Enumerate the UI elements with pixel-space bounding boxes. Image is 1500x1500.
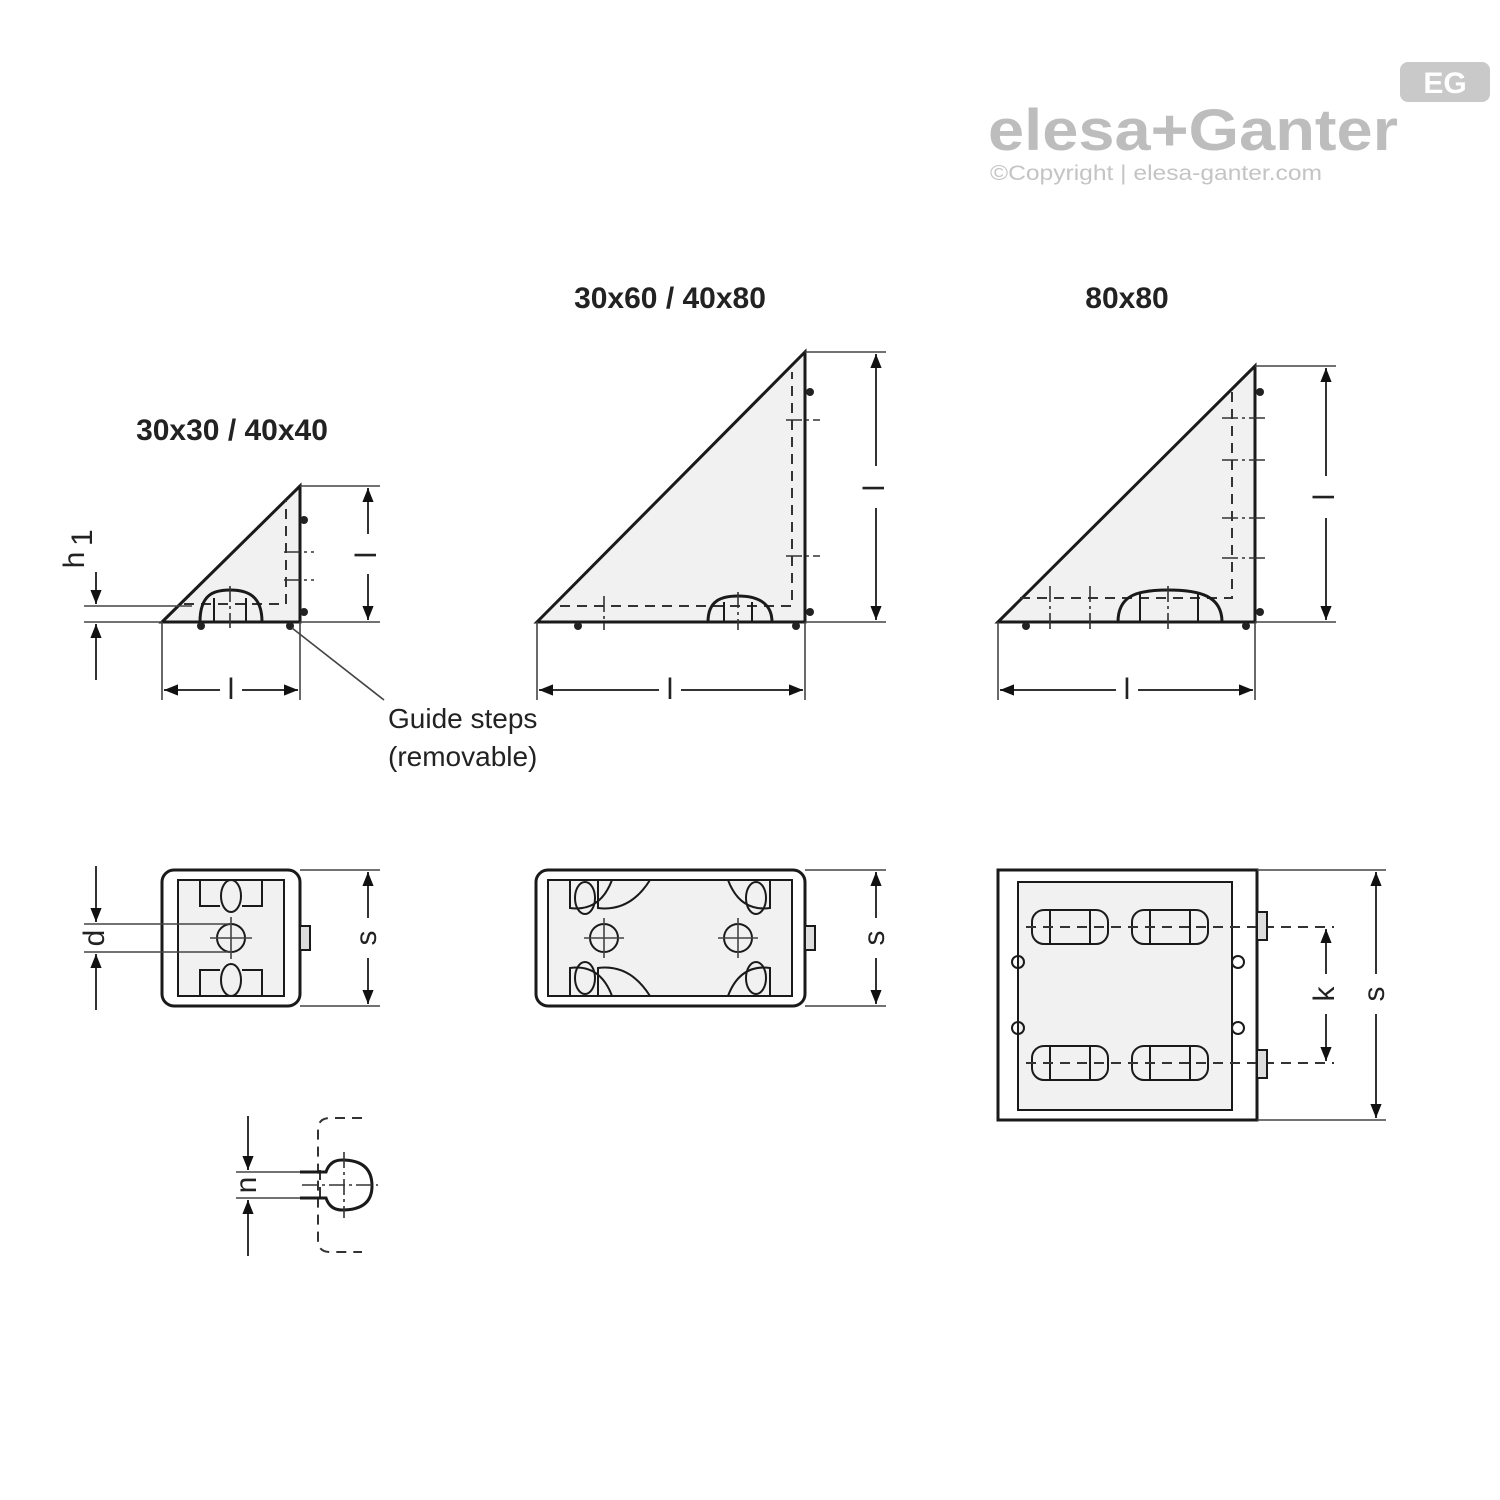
logo-badge-text: EG (1423, 67, 1466, 100)
view-title-medium: 30x60 / 40x80 (574, 282, 766, 315)
guide-steps-label-line1: Guide steps (388, 703, 537, 734)
dim-large-height-label: l (1308, 494, 1341, 501)
dim-large-width-label: l (1124, 673, 1131, 706)
view-title-small: 30x30 / 40x40 (136, 414, 328, 447)
dim-small-s-label: s (350, 931, 383, 946)
small-bracket-top-view (84, 868, 380, 1008)
logo-brand-name: elesa+Ganter (988, 98, 1398, 163)
dim-medium-width-label: l (667, 673, 674, 706)
small-bracket-side-view (84, 482, 380, 700)
dim-k-label: k (1308, 986, 1341, 1002)
dim-n-label: n (230, 1177, 263, 1194)
medium-bracket-side-view (533, 348, 886, 700)
dim-medium-s-label: s (858, 931, 891, 946)
large-bracket-side-view (994, 362, 1336, 700)
dim-h1-subscript: 1 (66, 529, 99, 546)
guide-steps-label-line2: (removable) (388, 741, 537, 772)
logo-badge-box (1400, 62, 1490, 102)
guide-steps-leader (291, 627, 385, 701)
guide-step-detail (236, 1117, 378, 1253)
dim-h1-label: h (58, 552, 91, 569)
logo-copyright: ©Copyright | elesa-ganter.com (990, 162, 1322, 185)
large-bracket-top-view (996, 868, 1386, 1122)
brand-logo: EG elesa+Ganter ©Copyright | elesa-gante… (988, 62, 1490, 185)
dim-medium-height-label: l (858, 485, 891, 492)
view-title-large: 80x80 (1085, 282, 1168, 315)
dim-small-height-label: l (350, 552, 383, 559)
dim-d-label: d (78, 930, 111, 947)
medium-bracket-top-view (534, 868, 886, 1008)
dim-large-s-label: s (1358, 987, 1391, 1002)
dim-small-width-label: l (228, 673, 235, 706)
